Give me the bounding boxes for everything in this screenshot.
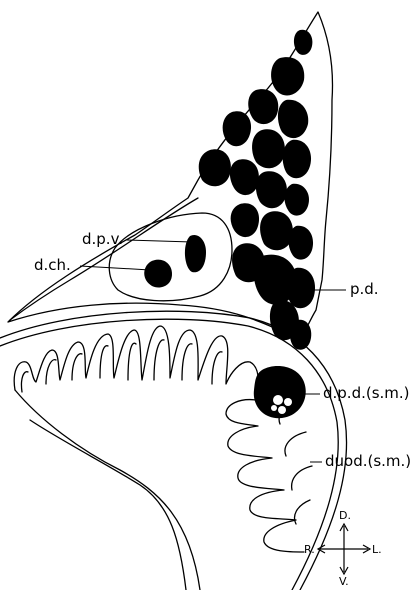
orientation-left: L. xyxy=(372,544,382,555)
label-dpd: d.p.d.(s.m.) xyxy=(323,386,410,401)
label-pd: p.d. xyxy=(350,282,379,297)
orientation-arrows xyxy=(318,524,370,574)
lumen-outline-2 xyxy=(30,420,186,590)
label-dch: d.ch. xyxy=(34,258,71,273)
duodenum-outer-wall xyxy=(0,311,347,590)
ventral-lobe-outline xyxy=(109,213,232,301)
dorsal-pancreas-tissue xyxy=(199,30,315,350)
dpd-cluster xyxy=(254,366,306,418)
dpv-leader xyxy=(126,240,192,242)
lower-villi-2 xyxy=(279,400,312,524)
label-dpv: d.p.v. xyxy=(82,232,123,247)
lumen-outline xyxy=(15,390,200,590)
orientation-dorsal: D. xyxy=(339,510,351,521)
label-duod: duod.(s.m.) xyxy=(325,454,411,469)
orientation-ventral: V. xyxy=(339,576,349,587)
lower-villi xyxy=(226,400,304,552)
ventral-pancreas-tissue xyxy=(144,235,206,288)
orientation-right: R. xyxy=(304,544,315,555)
